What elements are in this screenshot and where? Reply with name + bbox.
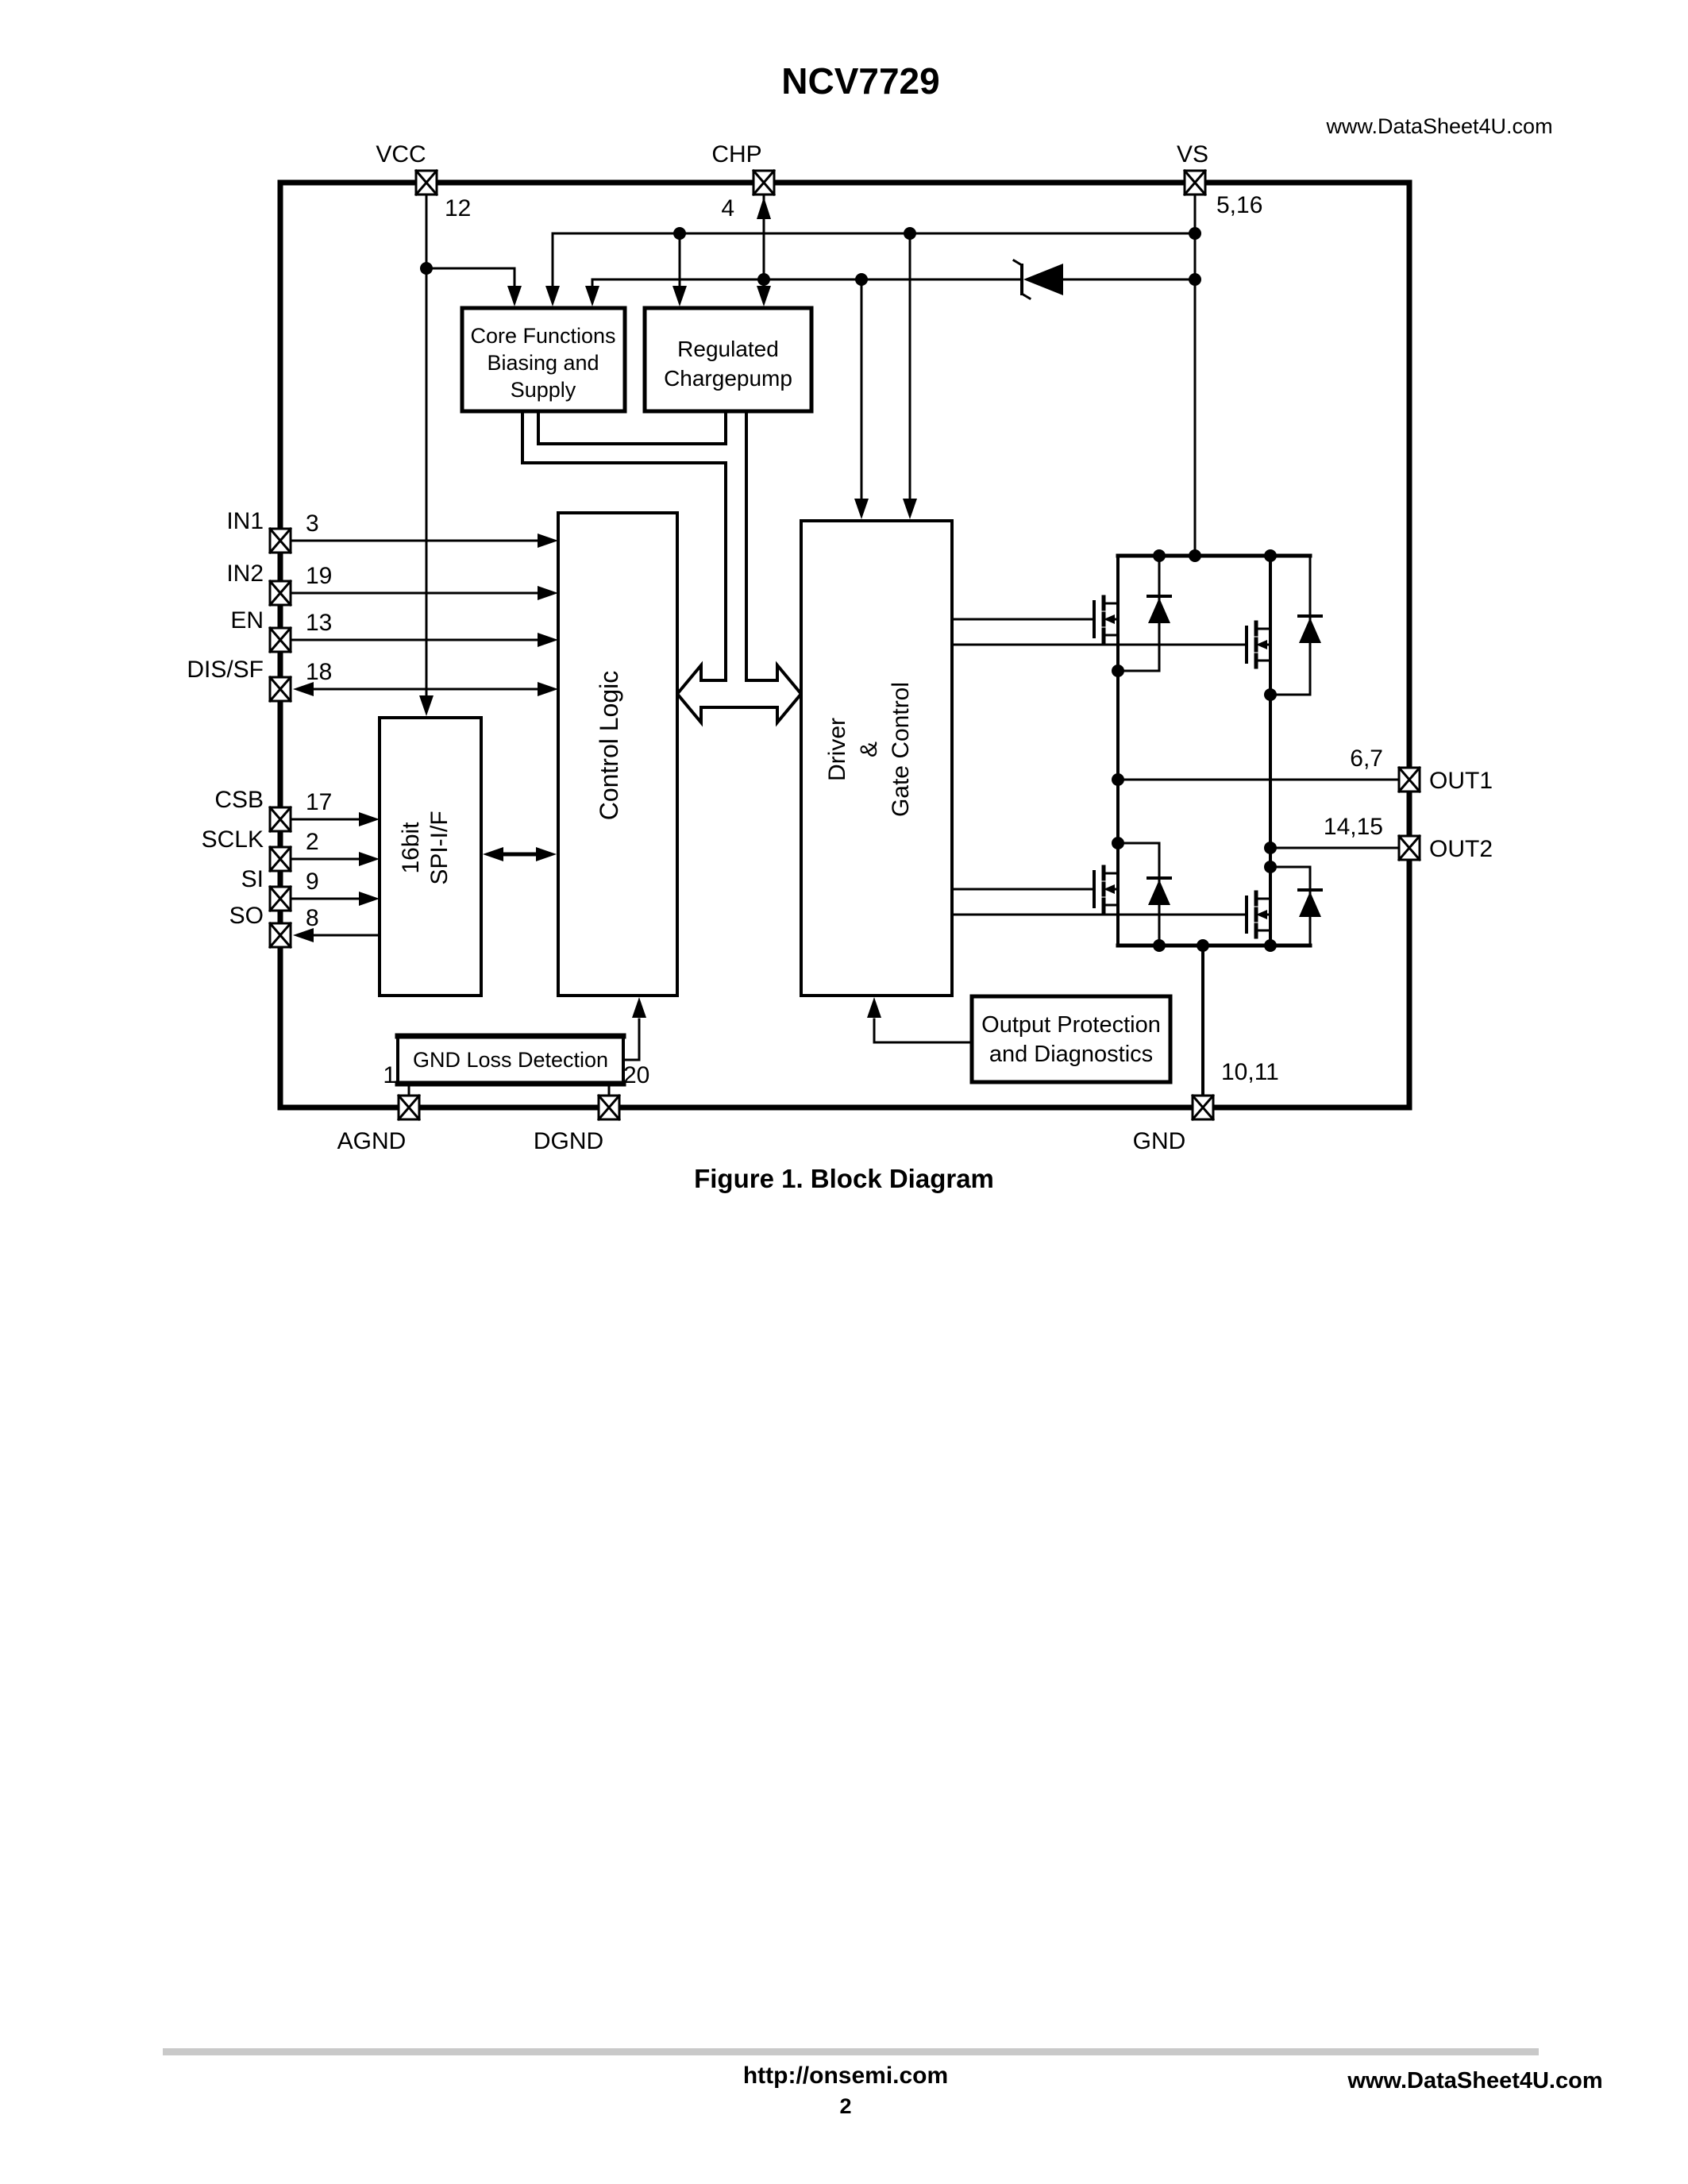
watermark-bottom: www.DataSheet4U.com bbox=[1347, 2068, 1602, 2093]
footer-page-number: 2 bbox=[839, 2094, 851, 2118]
pin-out1: 6,7 OUT1 bbox=[1350, 745, 1493, 794]
zener-diode-icon bbox=[1012, 258, 1063, 301]
mosfet-low-right-icon bbox=[1245, 890, 1272, 939]
block-label: Chargepump bbox=[664, 366, 792, 391]
pin-number: 1 bbox=[383, 1062, 396, 1088]
pin-label: EN bbox=[230, 607, 264, 634]
pin-gnd: 10,11 GND bbox=[1133, 1059, 1279, 1154]
figure-caption: Figure 1. Block Diagram bbox=[694, 1164, 994, 1193]
pin-label: SO bbox=[229, 903, 264, 929]
footer-divider bbox=[163, 2048, 1539, 2055]
pin-number: 17 bbox=[306, 789, 332, 815]
pin-label: AGND bbox=[337, 1128, 407, 1154]
page-title: NCV7729 bbox=[781, 60, 939, 102]
pin-dis-sf: DIS/SF 18 bbox=[187, 657, 332, 703]
body-diode-high-right-icon bbox=[1269, 554, 1323, 696]
pin-label: SCLK bbox=[202, 826, 264, 853]
pin-number: 9 bbox=[306, 869, 319, 895]
pin-label: IN1 bbox=[226, 508, 264, 534]
pin-label: VS bbox=[1177, 141, 1208, 168]
block-label: Biasing and bbox=[487, 351, 599, 375]
pin-sclk: SCLK 2 bbox=[202, 826, 319, 873]
pin-label: IN2 bbox=[226, 560, 264, 587]
hollow-double-arrow bbox=[675, 661, 804, 727]
pin-label: CHP bbox=[711, 141, 761, 168]
block-gnd-loss-detection: GND Loss Detection bbox=[395, 1033, 626, 1087]
watermark-top: www.DataSheet4U.com bbox=[1325, 114, 1552, 138]
pin-si: SI 9 bbox=[241, 866, 319, 913]
pin-chp: CHP 4 bbox=[711, 141, 777, 221]
block-output-protection: Output Protection and Diagnostics bbox=[969, 994, 1173, 1084]
pin-label: CSB bbox=[214, 787, 264, 813]
mosfet-high-left-icon bbox=[1093, 595, 1120, 644]
supply-wiring bbox=[419, 181, 1197, 716]
pin-label: SI bbox=[241, 866, 264, 892]
block-spi: 16bit SPI-I/F bbox=[378, 716, 483, 997]
pin-number: 4 bbox=[721, 195, 734, 221]
h-bridge bbox=[950, 553, 1401, 1096]
block-label: Core Functions bbox=[470, 324, 615, 348]
hollow-supply-bus bbox=[521, 410, 804, 727]
body-diode-high-left-icon bbox=[1116, 554, 1172, 672]
mosfet-low-left-icon bbox=[1093, 865, 1120, 914]
pin-in2: IN2 19 bbox=[226, 560, 332, 607]
pin-vs: VS 5,16 bbox=[1177, 141, 1262, 218]
pin-number: 2 bbox=[306, 829, 319, 855]
pin-label: OUT1 bbox=[1429, 768, 1493, 794]
pin-number: 14,15 bbox=[1324, 814, 1383, 840]
block-chargepump: Regulated Chargepump bbox=[642, 306, 814, 414]
footer-url: http://onsemi.com bbox=[743, 2063, 948, 2089]
block-label: Driver bbox=[824, 718, 850, 781]
pin-en: EN 13 bbox=[230, 607, 332, 654]
pin-out2: 14,15 OUT2 bbox=[1324, 814, 1493, 862]
block-label: Supply bbox=[511, 378, 576, 402]
left-signal-wires bbox=[289, 533, 558, 942]
block-core-functions: Core Functions Biasing and Supply bbox=[460, 306, 627, 414]
pin-number: 18 bbox=[306, 659, 332, 685]
block-label: Regulated bbox=[677, 337, 779, 361]
body-diode-low-left-icon bbox=[1116, 842, 1172, 947]
pin-number: 12 bbox=[445, 195, 471, 221]
pin-number: 3 bbox=[306, 510, 319, 537]
bottom-wiring bbox=[407, 997, 973, 1096]
mosfet-high-right-icon bbox=[1245, 620, 1272, 669]
pin-number: 5,16 bbox=[1216, 192, 1262, 218]
pin-label: GND bbox=[1133, 1128, 1186, 1154]
pin-so: SO 8 bbox=[229, 903, 319, 949]
pin-in1: IN1 3 bbox=[226, 508, 319, 555]
pin-agnd: 1 AGND bbox=[337, 1062, 422, 1154]
pin-number: 8 bbox=[306, 905, 319, 931]
pin-number: 19 bbox=[306, 563, 332, 589]
block-label: and Diagnostics bbox=[989, 1042, 1153, 1067]
block-label: Control Logic bbox=[595, 671, 623, 821]
block-driver: Driver & Gate Control bbox=[800, 519, 954, 997]
body-diode-low-right-icon bbox=[1269, 865, 1323, 947]
pin-number: 10,11 bbox=[1221, 1059, 1279, 1085]
pin-label: OUT2 bbox=[1429, 836, 1493, 862]
pin-label: VCC bbox=[376, 141, 426, 168]
block-control-logic: Control Logic bbox=[557, 511, 679, 997]
block-label: & bbox=[856, 741, 882, 757]
block-label: 16bit bbox=[398, 822, 424, 874]
block-label: Gate Control bbox=[888, 682, 914, 817]
pin-csb: CSB 17 bbox=[214, 787, 332, 834]
junction-dots bbox=[420, 227, 1277, 952]
pin-label: DGND bbox=[534, 1128, 603, 1154]
pin-number: 6,7 bbox=[1350, 745, 1383, 772]
pin-number: 13 bbox=[306, 610, 332, 636]
pin-label: DIS/SF bbox=[187, 657, 264, 683]
pin-dgnd: 20 DGND bbox=[534, 1062, 650, 1154]
block-label: GND Loss Detection bbox=[413, 1048, 608, 1072]
pin-vcc: VCC 12 bbox=[376, 141, 471, 221]
pin-number: 20 bbox=[623, 1062, 649, 1088]
block-label: Output Protection bbox=[981, 1012, 1161, 1038]
block-label: SPI-I/F bbox=[426, 811, 453, 884]
